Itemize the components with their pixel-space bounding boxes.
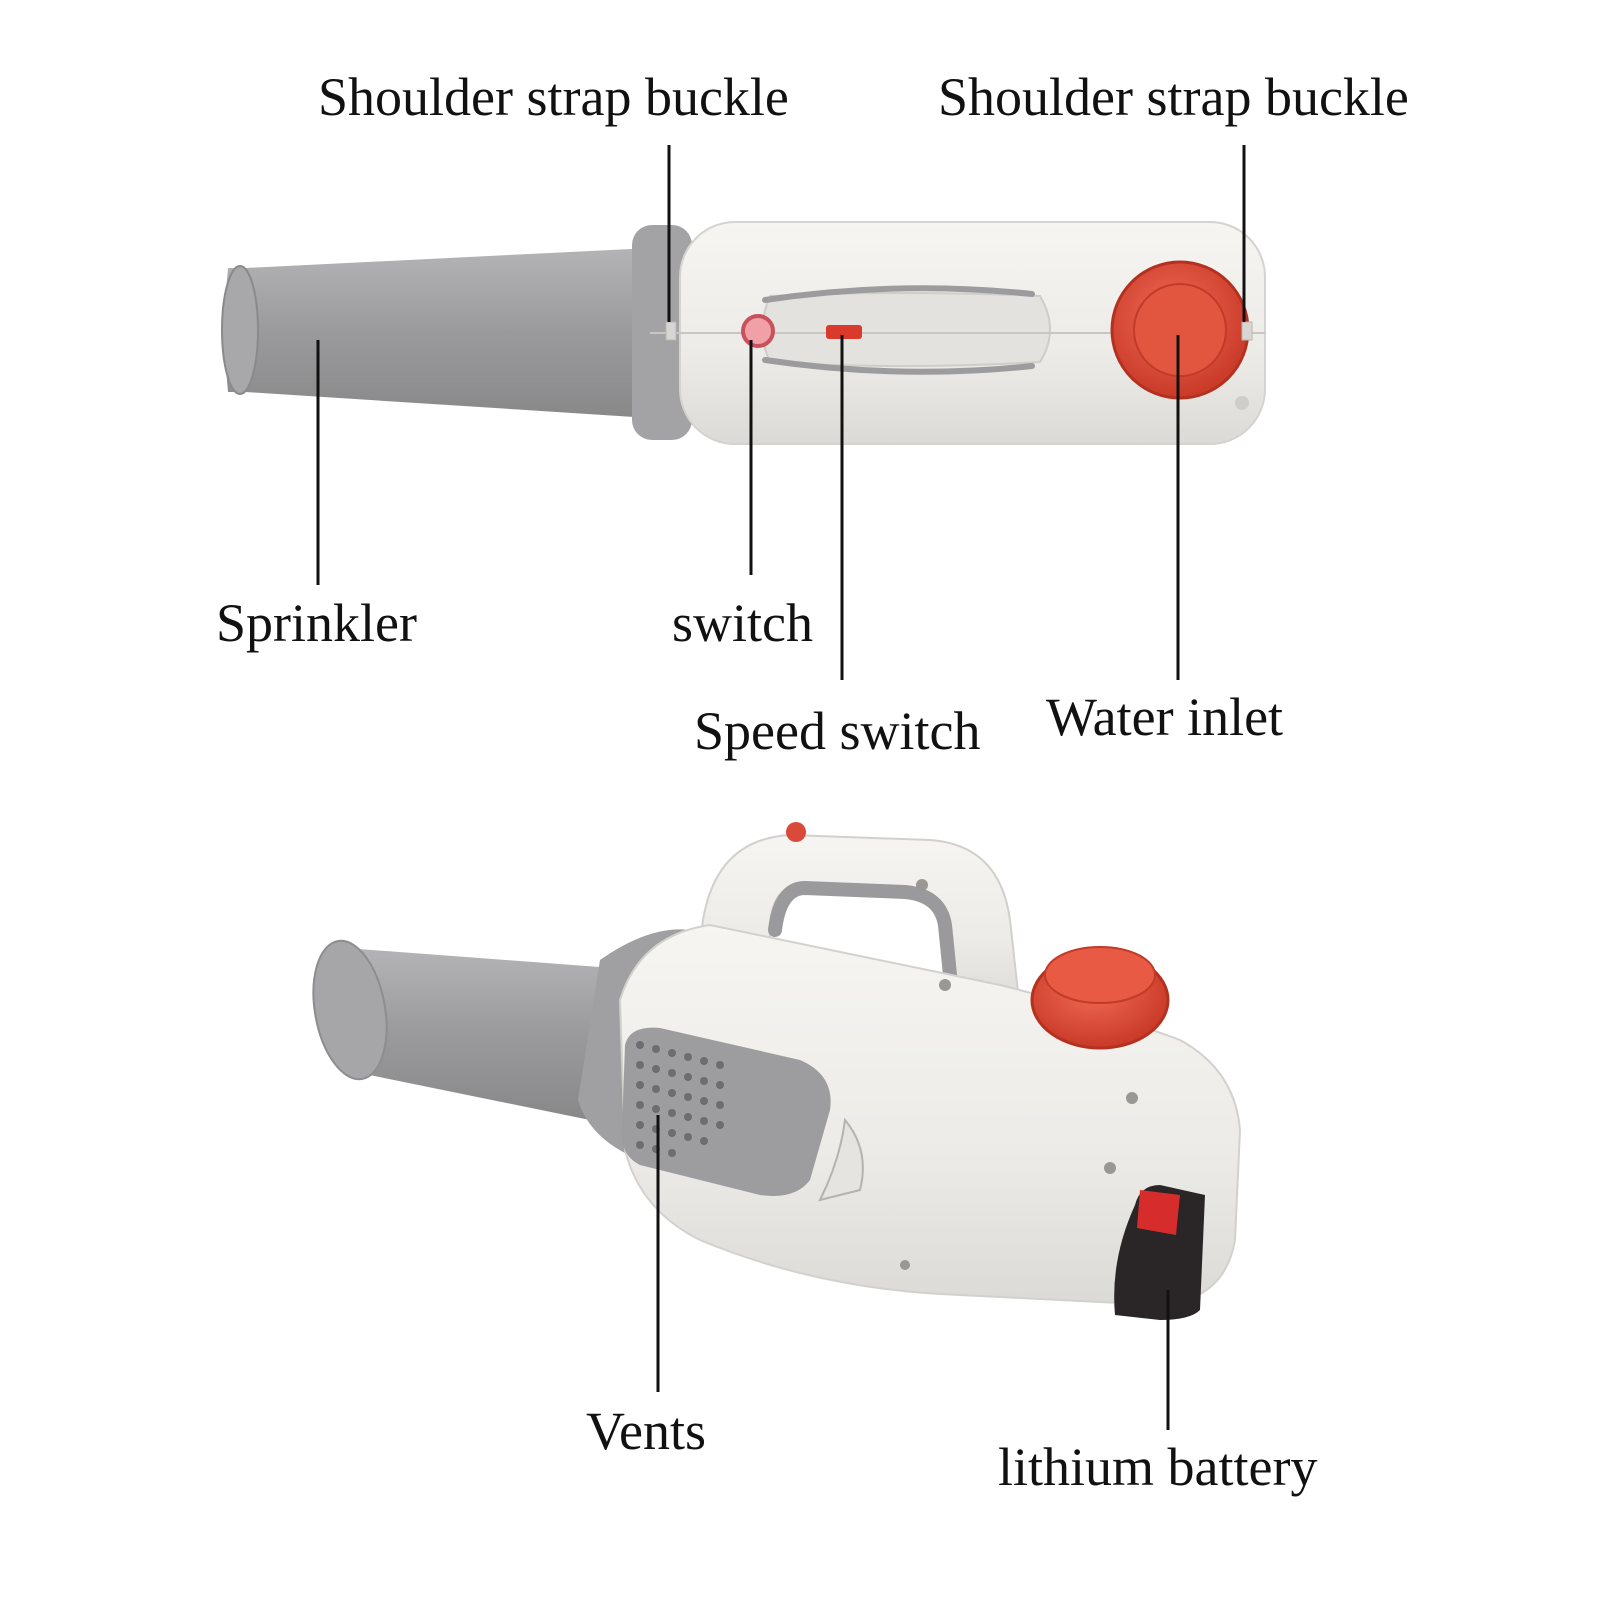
handle-slot-top <box>761 292 1051 367</box>
label-speed-switch: Speed switch <box>694 701 981 761</box>
label-lithium-battery: lithium battery <box>998 1437 1318 1497</box>
shoulder-strap-buckle-right <box>1241 321 1253 341</box>
sprinkler-nozzle-top <box>225 248 650 418</box>
sprinkler-nozzle-perspective <box>336 948 640 1120</box>
label-water-inlet: Water inlet <box>1046 687 1284 747</box>
label-vents: Vents <box>586 1401 706 1461</box>
power-switch <box>741 314 775 348</box>
sprinkler-mouth-perspective <box>312 939 388 1081</box>
label-switch: switch <box>672 593 813 653</box>
leader-lines <box>316 145 1246 1430</box>
label-sprinkler: Sprinkler <box>216 593 417 653</box>
lithium-battery-pack <box>1114 1185 1205 1320</box>
label-shoulder-strap-buckle-right: Shoulder strap buckle <box>938 67 1409 127</box>
speed-switch <box>826 325 862 339</box>
sprinkler-mouth-top <box>221 265 259 395</box>
sprayer-top-view <box>221 221 1266 445</box>
shoulder-strap-buckle-left <box>665 321 677 341</box>
sprayer-perspective-view <box>312 822 1242 1320</box>
label-shoulder-strap-buckle-left: Shoulder strap buckle <box>318 67 789 127</box>
